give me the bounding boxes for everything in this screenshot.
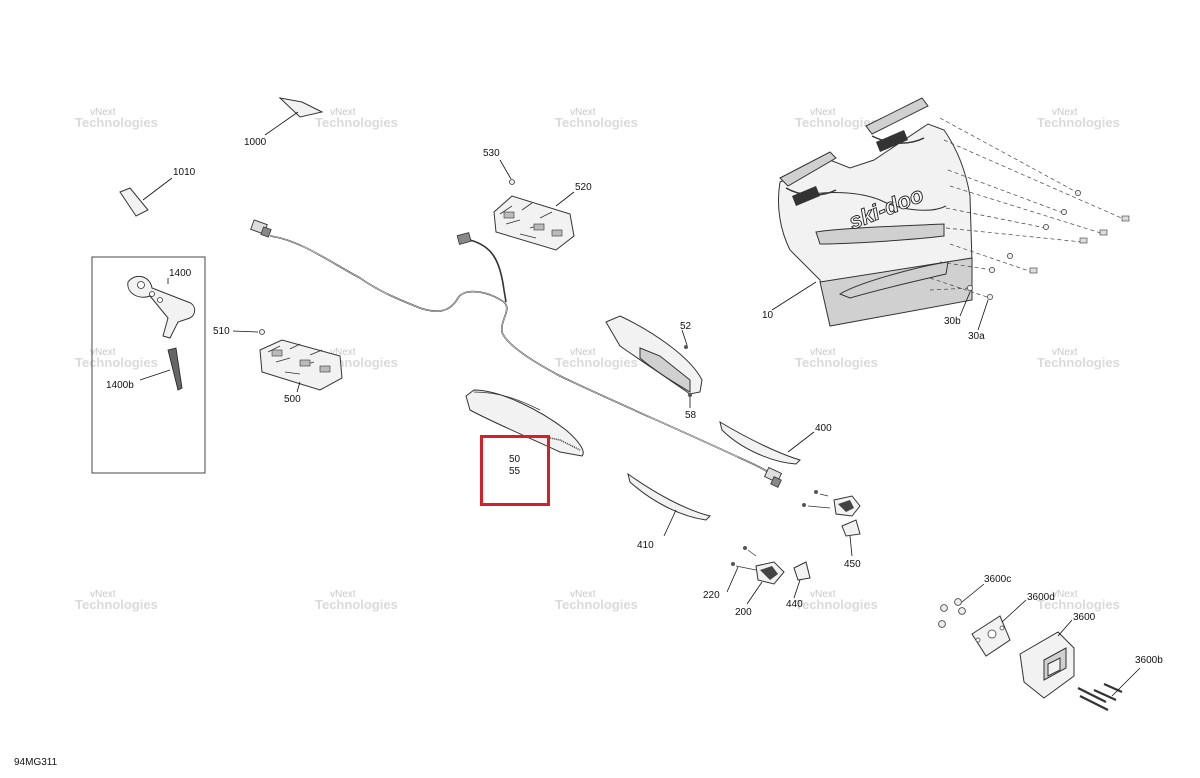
part-440-lens[interactable]: 440: [786, 561, 811, 610]
svg-text:Technologies: Technologies: [795, 115, 878, 130]
svg-text:vNext: vNext: [570, 347, 596, 358]
svg-text:vNext: vNext: [90, 347, 116, 358]
svg-text:Technologies: Technologies: [555, 597, 638, 612]
svg-text:1400: 1400: [169, 268, 192, 279]
part-400-reflector[interactable]: 400: [719, 420, 832, 465]
svg-text:Technologies: Technologies: [75, 597, 158, 612]
part-520-bracket[interactable]: 520: [493, 182, 592, 251]
svg-text:vNext: vNext: [1052, 107, 1078, 118]
svg-text:440: 440: [786, 599, 803, 610]
svg-text:vNext: vNext: [330, 589, 356, 600]
part-50-side-panel[interactable]: [465, 389, 584, 457]
svg-text:vNext: vNext: [810, 347, 836, 358]
part-510-screw[interactable]: 510: [213, 326, 265, 337]
svg-text:520: 520: [575, 182, 592, 193]
svg-text:1400b: 1400b: [106, 380, 134, 391]
svg-text:Technologies: Technologies: [1037, 355, 1120, 370]
svg-text:510: 510: [213, 326, 230, 337]
part-3600-hitch[interactable]: 3600c 3600d 3600 3600b: [938, 574, 1164, 711]
svg-text:3600d: 3600d: [1027, 592, 1055, 603]
svg-text:Technologies: Technologies: [75, 355, 158, 370]
svg-text:Technologies: Technologies: [555, 115, 638, 130]
part-1400-wrench[interactable]: 1400: [127, 268, 196, 339]
svg-text:Technologies: Technologies: [315, 115, 398, 130]
part-410-reflector[interactable]: 410: [627, 472, 711, 551]
svg-text:Technologies: Technologies: [1037, 115, 1120, 130]
bumper-hardware[interactable]: 30b 30a: [929, 117, 1130, 342]
part-1000-decal[interactable]: 1000: [244, 97, 324, 148]
svg-text:Technologies: Technologies: [315, 597, 398, 612]
part-530-screw[interactable]: 530: [483, 148, 515, 185]
part-500-bracket[interactable]: 500: [259, 339, 343, 405]
svg-text:530: 530: [483, 148, 500, 159]
tool-kit-box: 1400 1400b: [91, 256, 206, 474]
part-450-light[interactable]: 450: [802, 490, 861, 570]
svg-text:Technologies: Technologies: [795, 355, 878, 370]
svg-text:Technologies: Technologies: [555, 355, 638, 370]
callout-50[interactable]: 50: [509, 454, 521, 465]
part-10-rear-bumper[interactable]: ski-doo 10: [762, 97, 973, 327]
svg-text:vNext: vNext: [90, 589, 116, 600]
part-1010-decal[interactable]: 1010: [119, 167, 196, 217]
svg-text:vNext: vNext: [810, 107, 836, 118]
svg-text:Technologies: Technologies: [75, 115, 158, 130]
svg-text:vNext: vNext: [330, 347, 356, 358]
svg-text:3600b: 3600b: [1135, 655, 1163, 666]
svg-text:1010: 1010: [173, 167, 196, 178]
part-52-side-panel[interactable]: 52 58: [605, 315, 703, 421]
svg-text:1000: 1000: [244, 137, 267, 148]
svg-text:200: 200: [735, 607, 752, 618]
svg-text:vNext: vNext: [570, 589, 596, 600]
svg-text:500: 500: [284, 394, 301, 405]
svg-text:450: 450: [844, 559, 861, 570]
part-200-light[interactable]: 220 200: [703, 546, 785, 618]
svg-text:30b: 30b: [944, 316, 961, 327]
diagram-code: 94MG311: [14, 757, 58, 768]
callout-55[interactable]: 55: [509, 466, 521, 477]
svg-text:10: 10: [762, 310, 774, 321]
svg-text:400: 400: [815, 423, 832, 434]
svg-text:52: 52: [680, 321, 692, 332]
svg-text:vNext: vNext: [1052, 347, 1078, 358]
svg-text:Technologies: Technologies: [795, 597, 878, 612]
wiring-harness[interactable]: [250, 219, 783, 488]
svg-text:3600: 3600: [1073, 612, 1096, 623]
svg-text:410: 410: [637, 540, 654, 551]
svg-text:220: 220: [703, 590, 720, 601]
svg-text:vNext: vNext: [90, 107, 116, 118]
highlight-box: [480, 435, 550, 506]
svg-text:58: 58: [685, 410, 697, 421]
svg-text:30a: 30a: [968, 331, 985, 342]
svg-text:3600c: 3600c: [984, 574, 1011, 585]
svg-text:vNext: vNext: [330, 107, 356, 118]
part-1400b-hex-key[interactable]: 1400b: [106, 347, 183, 391]
svg-text:vNext: vNext: [1052, 589, 1078, 600]
svg-text:vNext: vNext: [810, 589, 836, 600]
svg-text:Technologies: Technologies: [1037, 597, 1120, 612]
svg-text:vNext: vNext: [570, 107, 596, 118]
